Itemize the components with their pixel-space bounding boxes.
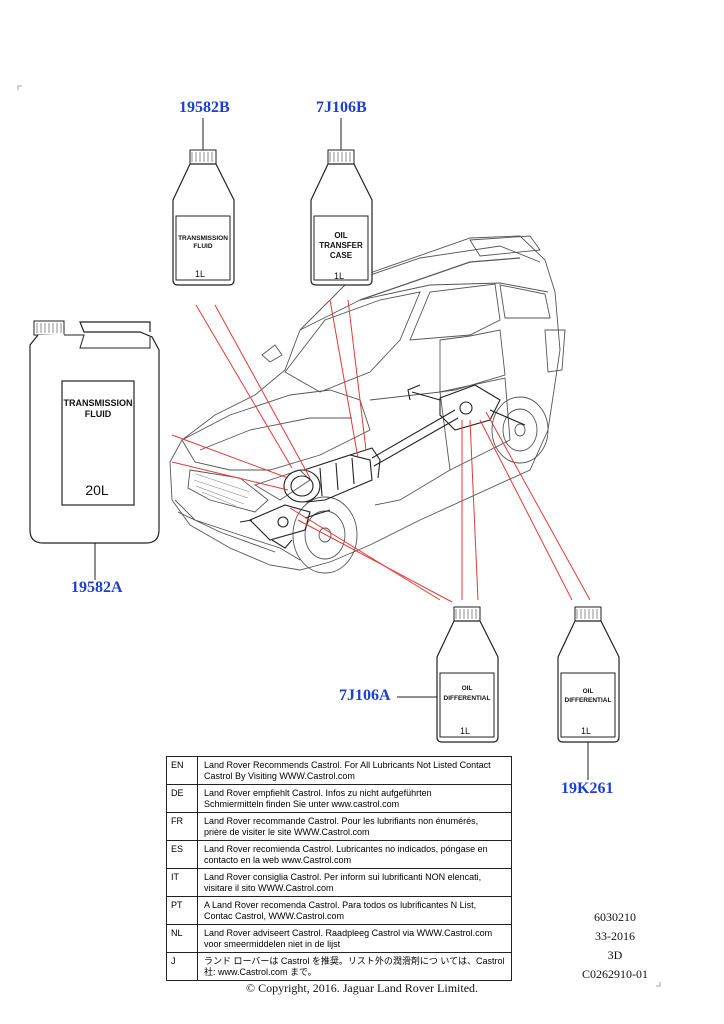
- reference-block: 6030210 33-2016 3D C0262910-01: [582, 908, 648, 984]
- ref-line-3: 3D: [607, 948, 623, 962]
- ref-line-1: 6030210: [594, 910, 636, 924]
- language-text-line1: Land Rover Recommends Castrol. For All L…: [204, 760, 491, 770]
- language-text: ランド ローバーは Castrol を推奨。リスト外の潤滑剤につ いては、Cas…: [197, 952, 512, 981]
- bottle-volume: 1L: [334, 271, 344, 281]
- table-row: DE Land Rover empfiehlt Castrol. Infos zu…: [166, 784, 512, 813]
- language-text: Land Rover consiglia Castrol. Per inform…: [197, 868, 512, 897]
- ref-line-2: 33-2016: [595, 929, 635, 943]
- bottle-label-line2: FLUID: [193, 243, 212, 250]
- language-text: Land Rover adviseert Castrol. Raadpleeg …: [197, 924, 512, 953]
- language-text-line1: ランド ローバーは Castrol を推奨。リスト外の潤滑剤につ いては、Cas…: [204, 956, 505, 966]
- ref-line-4: C0262910-01: [582, 967, 648, 981]
- callout-19582a[interactable]: 19582A: [71, 579, 123, 596]
- language-text-line1: Land Rover recommande Castrol. Pour les …: [204, 816, 479, 826]
- bottle-label-line2: TRANSFER: [319, 241, 363, 250]
- language-text-line1: Land Rover recomienda Castrol. Lubricant…: [204, 844, 488, 854]
- bottle-transmission-1l[interactable]: TRANSMISSION FLUID 1L: [172, 118, 235, 286]
- table-row: PT A Land Rover recomenda Castrol. Para t…: [166, 896, 512, 925]
- bottle-label-line1: TRANSMISSION: [178, 235, 228, 242]
- bottle-volume: 1L: [195, 269, 205, 279]
- bottle-differential-rear-1l[interactable]: OIL DIFFERENTIAL 1L: [557, 606, 620, 780]
- bottle-label-line1: OIL: [334, 231, 347, 240]
- callout-19582b[interactable]: 19582B: [179, 99, 230, 116]
- language-code: J: [166, 952, 198, 981]
- language-code: EN: [166, 756, 198, 785]
- language-text: Land Rover recomienda Castrol. Lubricant…: [197, 840, 512, 869]
- language-code: ES: [166, 840, 198, 869]
- language-code: PT: [166, 896, 198, 925]
- bottle-label-line2: DIFFERENTIAL: [565, 697, 612, 704]
- language-text-line2: contacto en la web www.Castrol.com: [204, 855, 352, 865]
- table-row: ES Land Rover recomienda Castrol. Lubrica…: [166, 840, 512, 869]
- bottle-label-line2: DIFFERENTIAL: [444, 695, 491, 702]
- table-row: FR Land Rover recommande Castrol. Pour le…: [166, 812, 512, 841]
- language-text: A Land Rover recomenda Castrol. Para tod…: [197, 896, 512, 925]
- language-text-line2: Contac Castrol, WWW.Castrol.com: [204, 911, 345, 921]
- bottle-transfer-case-1l[interactable]: OIL TRANSFER CASE 1L: [310, 118, 373, 286]
- language-code: FR: [166, 812, 198, 841]
- callout-7j106b[interactable]: 7J106B: [316, 99, 367, 116]
- language-text-line1: A Land Rover recomenda Castrol. Para tod…: [204, 900, 477, 910]
- canister-volume: 20L: [85, 482, 109, 498]
- bottle-label-line1: OIL: [583, 688, 594, 695]
- table-row: EN Land Rover Recommends Castrol. For All…: [166, 756, 512, 785]
- vehicle-drawing: [169, 235, 566, 574]
- bottle-label-line3: CASE: [330, 251, 353, 260]
- language-text: Land Rover empfiehlt Castrol. Infos zu n…: [197, 784, 512, 813]
- language-code: DE: [166, 784, 198, 813]
- language-text-line2: 社: www.Castrol.com まで。: [204, 967, 317, 977]
- language-code: NL: [166, 924, 198, 953]
- language-text-line2: Castrol By Visiting WWW.Castrol.com: [204, 771, 355, 781]
- language-text: Land Rover Recommends Castrol. For All L…: [197, 756, 512, 785]
- language-text-line1: Land Rover consiglia Castrol. Per inform…: [204, 872, 482, 882]
- crop-mark: [17, 85, 22, 90]
- leader-lines: [171, 299, 591, 603]
- callout-19k261[interactable]: 19K261: [561, 780, 614, 797]
- language-text-line2: visitare il sito WWW.Castrol.com: [204, 883, 334, 893]
- bottle-volume: 1L: [581, 726, 591, 736]
- language-text: Land Rover recommande Castrol. Pour les …: [197, 812, 512, 841]
- bottle-volume: 1L: [460, 726, 470, 736]
- canister-label-line2: FLUID: [85, 409, 112, 419]
- language-text-line2: prière de visiter le site WWW.Castrol.co…: [204, 827, 370, 837]
- canister-transmission-20l[interactable]: TRANSMISSION FLUID 20L: [29, 320, 160, 580]
- language-text-line2: voor smeermiddelen niet in de lijst: [204, 939, 341, 949]
- language-text-line1: Land Rover adviseert Castrol. Raadpleeg …: [204, 928, 493, 938]
- table-row: NL Land Rover adviseert Castrol. Raadplee…: [166, 924, 512, 953]
- language-code: IT: [166, 868, 198, 897]
- copyright-notice: © Copyright, 2016. Jaguar Land Rover Lim…: [245, 981, 479, 995]
- language-text-line1: Land Rover empfiehlt Castrol. Infos zu n…: [204, 788, 432, 798]
- castrol-recommendation-table: EN Land Rover Recommends Castrol. For All…: [166, 756, 512, 981]
- crop-mark: [656, 982, 661, 987]
- drivetrain: [239, 384, 526, 549]
- table-row: J ランド ローバーは Castrol を推奨。リスト外の潤滑剤につ いては、Ca…: [166, 952, 512, 981]
- bottle-label-line1: OIL: [462, 685, 473, 692]
- bottle-differential-front-1l[interactable]: OIL DIFFERENTIAL 1L: [397, 606, 499, 743]
- language-text-line2: Schmiermitteln finden Sie unter www.cast…: [204, 799, 400, 809]
- callout-7j106a[interactable]: 7J106A: [339, 687, 391, 704]
- table-row: IT Land Rover consiglia Castrol. Per info…: [166, 868, 512, 897]
- canister-label-line1: TRANSMISSION: [63, 398, 132, 408]
